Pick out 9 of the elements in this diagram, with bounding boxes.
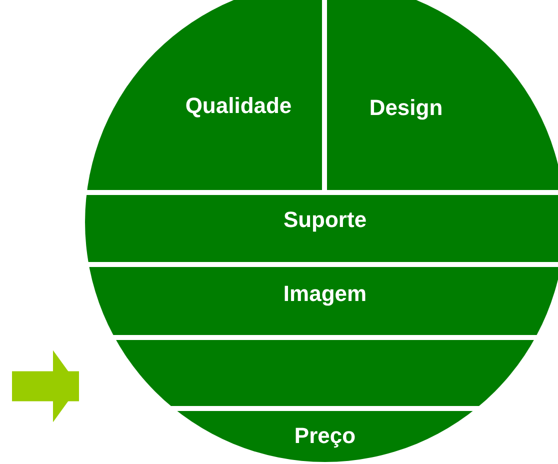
segment-label: Suporte xyxy=(283,206,367,234)
segment xyxy=(85,0,322,190)
segment-label: Preço xyxy=(294,422,356,450)
segment-label: Qualidade xyxy=(185,92,292,120)
arrow xyxy=(12,350,79,422)
segment-label: Design xyxy=(369,94,443,122)
segment-label: Imagem xyxy=(283,280,367,308)
segment xyxy=(85,195,558,262)
segment xyxy=(327,0,558,190)
